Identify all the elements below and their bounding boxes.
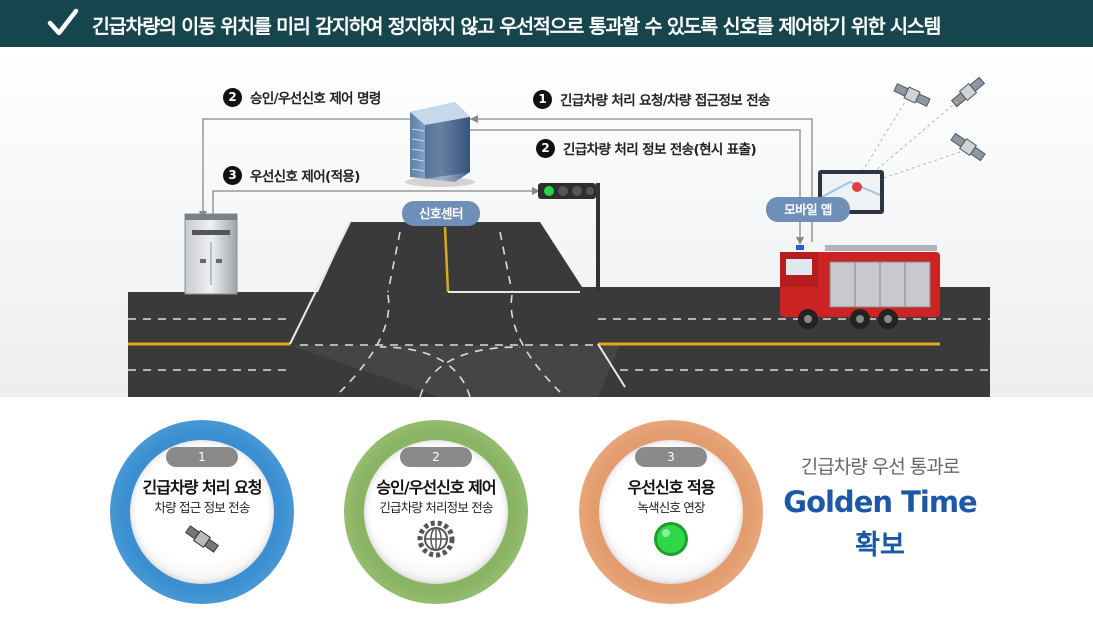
step-badge: 3: [635, 447, 707, 467]
road: [128, 221, 990, 397]
building-icon: [405, 102, 475, 187]
summary-line-3: 확보: [855, 530, 905, 561]
step-badge: 1: [166, 447, 238, 467]
summary-line-1: 긴급차량 우선 통과로: [800, 456, 960, 478]
header-bar: 긴급차량의 이동 위치를 미리 감지하여 정지하지 않고 우선적으로 통과할 수…: [0, 0, 1093, 47]
step-subtitle: 긴급차량 처리정보 전송: [379, 500, 493, 515]
controller-cabinet-icon: [184, 213, 238, 295]
flow-label-text: 승인/우선신호 제어 명령: [250, 91, 381, 107]
satellite-icon: [893, 76, 986, 162]
step-number-badge: 3: [223, 165, 242, 185]
step-number-badge: 2: [223, 87, 242, 107]
step-title: 우선신호 적용: [627, 478, 716, 497]
step-title: 긴급차량 처리 요청: [142, 478, 263, 497]
fire-truck-icon: [780, 245, 940, 329]
summary-golden-time: Golden Time: [783, 485, 977, 519]
step-subtitle: 녹색신호 연장: [637, 500, 705, 515]
flow-label-approval: 2 승인/우선신호 제어 명령: [223, 87, 381, 107]
step-number-badge: 2: [536, 138, 555, 158]
traffic-light-icon: [538, 183, 600, 292]
globe-gear-icon: [417, 520, 455, 558]
flow-label-text: 긴급차량 처리 요청/차량 접근정보 전송: [560, 93, 770, 109]
signal-center-label: 신호센터: [402, 201, 480, 226]
summary-block: 긴급차량 우선 통과로 Golden Time 확보: [780, 452, 980, 562]
step-number-badge: 1: [533, 89, 552, 109]
flow-label-text: 긴급차량 처리 정보 전송(현시 표출): [563, 142, 757, 158]
flow-label-text: 우선신호 제어(적용): [250, 169, 360, 185]
step-card-3: 3 우선신호 적용 녹색신호 연장: [579, 420, 763, 604]
step-badge: 2: [400, 447, 472, 467]
step-card-1: 1 긴급차량 처리 요청 차량 접근 정보 전송: [110, 420, 294, 604]
header-title: 긴급차량의 이동 위치를 미리 감지하여 정지하지 않고 우선적으로 통과할 수…: [92, 15, 941, 38]
step-title: 승인/우선신호 제어: [376, 478, 496, 497]
mobile-app-label: 모바일 앱: [766, 197, 850, 222]
check-icon: [47, 8, 79, 36]
flow-label-request: 1 긴급차량 처리 요청/차량 접근정보 전송: [533, 89, 770, 109]
satellite-icon: [185, 525, 219, 553]
green-light-icon: [654, 522, 688, 556]
step-subtitle: 차량 접근 정보 전송: [154, 500, 250, 515]
step-card-2: 2 승인/우선신호 제어 긴급차량 처리정보 전송: [344, 420, 528, 604]
flow-label-info: 2 긴급차량 처리 정보 전송(현시 표출): [536, 138, 757, 158]
flow-label-control: 3 우선신호 제어(적용): [223, 165, 360, 185]
